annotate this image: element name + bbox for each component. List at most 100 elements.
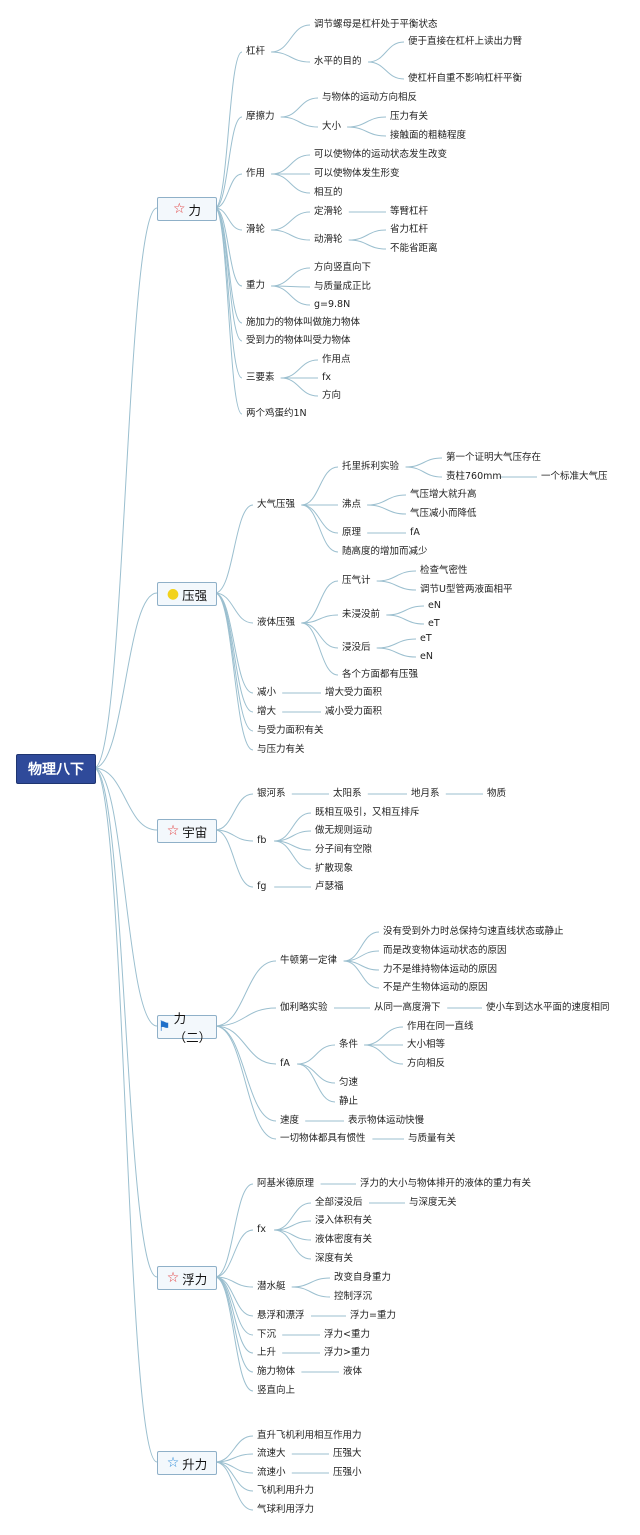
mindmap-node[interactable]: 摩擦力 [246, 111, 275, 122]
mindmap-node[interactable]: 而是改变物体运动状态的原因 [383, 945, 507, 956]
mindmap-node[interactable]: 一切物体都具有惯性 [280, 1133, 366, 1144]
mindmap-node[interactable]: 做无规则运动 [315, 825, 373, 836]
mindmap-node[interactable]: 调节U型管两液面相平 [420, 584, 513, 595]
mindmap-node[interactable]: fA [410, 527, 420, 538]
mindmap-node[interactable]: fg [257, 881, 267, 892]
mindmap-node[interactable]: 直升飞机利用相互作用力 [257, 1430, 362, 1441]
mindmap-node[interactable]: 从同一高度滑下 [374, 1002, 441, 1013]
mindmap-node[interactable]: fA [280, 1058, 290, 1069]
mindmap-node[interactable]: 物质 [487, 788, 507, 799]
mindmap-node[interactable]: 重力 [246, 280, 266, 291]
mindmap-node[interactable]: 竖直向上 [257, 1385, 296, 1396]
mindmap-node[interactable]: 省力杠杆 [390, 224, 429, 235]
mindmap-node[interactable]: 动滑轮 [314, 234, 343, 245]
mindmap-node[interactable]: 地月系 [411, 788, 440, 799]
mindmap-node[interactable]: 气压减小而降低 [410, 508, 477, 519]
mindmap-node[interactable]: 卢瑟福 [315, 881, 344, 892]
mindmap-node[interactable]: 滑轮 [246, 224, 266, 235]
mindmap-node[interactable]: 三要素 [246, 372, 275, 383]
mindmap-node[interactable]: 伽利略实验 [280, 1002, 328, 1013]
mindmap-node[interactable]: 一个标准大气压 [541, 471, 608, 482]
mindmap-node[interactable]: 上升 [257, 1347, 277, 1358]
mindmap-node[interactable]: 力不是维持物体运动的原因 [383, 964, 498, 975]
mindmap-node[interactable]: 使小车到达水平面的速度相同 [486, 1002, 610, 1013]
mindmap-node[interactable]: 方向 [322, 390, 342, 401]
mindmap-node[interactable]: 作用点 [322, 354, 351, 365]
mindmap-node[interactable]: 责柱760mm [446, 471, 502, 482]
mindmap-node[interactable]: 浮力的大小与物体排开的液体的重力有关 [360, 1178, 532, 1189]
mindmap-node[interactable]: 减小 [257, 687, 277, 698]
mindmap-node[interactable]: 作用在同一直线 [407, 1021, 474, 1032]
mindmap-node[interactable]: 可以使物体发生形变 [314, 168, 400, 179]
mindmap-node[interactable]: 浸没后 [342, 642, 371, 653]
mindmap-node[interactable]: 浸入体积有关 [315, 1215, 373, 1226]
mindmap-node[interactable]: 大小 [322, 121, 342, 132]
mindmap-node[interactable]: 接触面的粗糙程度 [390, 130, 467, 141]
mindmap-node[interactable]: 既相互吸引，又相互排斥 [315, 807, 420, 818]
mindmap-node[interactable]: 压强大 [333, 1448, 362, 1459]
mindmap-node[interactable]: 压强小 [333, 1467, 362, 1478]
mindmap-node[interactable]: 减小受力面积 [325, 706, 383, 717]
mindmap-node[interactable]: 便于直接在杠杆上读出力臂 [408, 36, 523, 47]
mindmap-node[interactable]: 全部浸没后 [315, 1197, 363, 1208]
mindmap-node[interactable]: 大小相等 [407, 1039, 446, 1050]
mindmap-node[interactable]: g=9.8N [314, 299, 351, 310]
mindmap-node[interactable]: 与物体的运动方向相反 [322, 92, 418, 103]
mindmap-node[interactable]: 深度有关 [315, 1253, 354, 1264]
mindmap-node[interactable]: eT [428, 618, 440, 629]
mindmap-node[interactable]: fx [322, 372, 331, 383]
mindmap-node[interactable]: 两个鸡蛋约1N [246, 408, 307, 419]
mindmap-node[interactable]: 施加力的物体叫做施力物体 [246, 317, 361, 328]
topic-node[interactable]: ☆宇宙 [157, 819, 217, 843]
mindmap-node[interactable]: 条件 [339, 1039, 359, 1050]
mindmap-node[interactable]: 银河系 [257, 788, 286, 799]
topic-node[interactable]: ●压强 [157, 582, 217, 606]
mindmap-node[interactable]: 浮力=重力 [350, 1310, 396, 1321]
mindmap-node[interactable]: 扩散现象 [315, 863, 354, 874]
mindmap-node[interactable]: 飞机利用升力 [257, 1485, 315, 1496]
mindmap-node[interactable]: 牛顿第一定律 [280, 955, 338, 966]
mindmap-node[interactable]: 作用 [246, 168, 266, 179]
mindmap-node[interactable]: 方向相反 [407, 1058, 446, 1069]
mindmap-node[interactable]: 沸点 [342, 499, 362, 510]
mindmap-node[interactable]: 水平的目的 [314, 56, 362, 67]
mindmap-node[interactable]: 方向竖直向下 [314, 262, 372, 273]
mindmap-node[interactable]: 调节螺母是杠杆处于平衡状态 [314, 19, 438, 30]
mindmap-node[interactable]: 相互的 [314, 187, 343, 198]
mindmap-node[interactable]: 分子间有空隙 [315, 844, 373, 855]
mindmap-node[interactable]: 不是产生物体运动的原因 [383, 982, 488, 993]
mindmap-node[interactable]: 匀速 [339, 1077, 359, 1088]
mindmap-node[interactable]: 各个方面都有压强 [342, 669, 419, 680]
mindmap-node[interactable]: 没有受到外力时总保持匀速直线状态或静止 [383, 926, 564, 937]
mindmap-node[interactable]: 流速小 [257, 1467, 286, 1478]
topic-node[interactable]: ⚑力（二） [157, 1011, 217, 1045]
mindmap-node[interactable]: 静止 [339, 1096, 359, 1107]
mindmap-node[interactable]: 不能省距离 [390, 243, 438, 254]
mindmap-node[interactable]: 气球利用浮力 [257, 1504, 315, 1515]
mindmap-node[interactable]: 压力有关 [390, 111, 429, 122]
topic-node[interactable]: ☆浮力 [157, 1266, 217, 1290]
root-node[interactable]: 物理八下 [16, 754, 96, 784]
mindmap-node[interactable]: 第一个证明大气压存在 [446, 452, 542, 463]
mindmap-node[interactable]: 与受力面积有关 [257, 725, 324, 736]
mindmap-node[interactable]: 随高度的增加而减少 [342, 546, 428, 557]
mindmap-node[interactable]: 速度 [280, 1115, 300, 1126]
mindmap-node[interactable]: 定滑轮 [314, 206, 343, 217]
mindmap-node[interactable]: fx [257, 1224, 266, 1235]
topic-node[interactable]: ☆力 [157, 197, 217, 221]
mindmap-node[interactable]: 检查气密性 [420, 565, 468, 576]
mindmap-node[interactable]: 控制浮沉 [334, 1291, 373, 1302]
mindmap-node[interactable]: eT [420, 633, 432, 644]
mindmap-node[interactable]: eN [420, 651, 433, 662]
mindmap-node[interactable]: 原理 [342, 527, 362, 538]
mindmap-node[interactable]: eN [428, 600, 441, 611]
mindmap-node[interactable]: fb [257, 835, 267, 846]
mindmap-node[interactable]: 使杠杆自重不影响杠杆平衡 [408, 73, 523, 84]
mindmap-node[interactable]: 与深度无关 [409, 1197, 457, 1208]
mindmap-node[interactable]: 改变自身重力 [334, 1272, 392, 1283]
mindmap-node[interactable]: 压气计 [342, 575, 371, 586]
mindmap-node[interactable]: 阿基米德原理 [257, 1178, 315, 1189]
mindmap-node[interactable]: 可以使物体的运动状态发生改变 [314, 149, 448, 160]
mindmap-node[interactable]: 表示物体运动快慢 [348, 1115, 425, 1126]
mindmap-node[interactable]: 施力物体 [257, 1366, 296, 1377]
